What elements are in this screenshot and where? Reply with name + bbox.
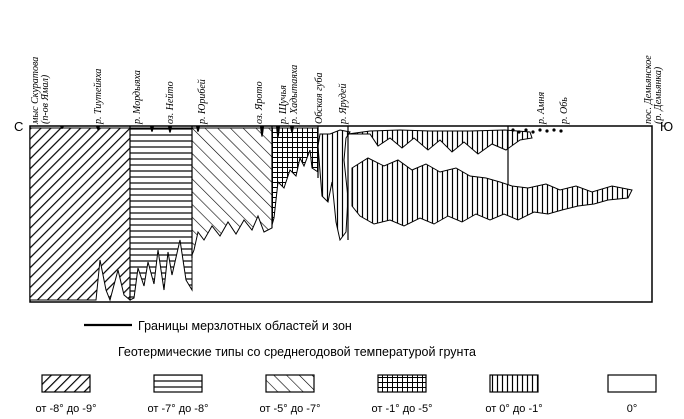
label-amnya: р. Амня <box>536 92 547 125</box>
zone-minus7-minus8 <box>129 127 193 301</box>
label-obskaya: Обская губа <box>314 72 325 124</box>
zone-zero-minus1-upper-lens <box>347 129 533 155</box>
legend-swatch <box>489 374 539 393</box>
zone-minus5-minus7 <box>191 127 273 256</box>
legend-label: от -8° до -9° <box>36 403 97 415</box>
legend-label: от -1° до -5° <box>372 403 433 415</box>
legend-boundary-label: Границы мерзлотных областей и зон <box>138 319 352 333</box>
legend-swatch <box>265 374 315 393</box>
legend-swatch <box>41 374 91 393</box>
label-yuribey: р. Юрибей <box>197 79 208 125</box>
zone-zero-minus1-lower-lens <box>351 157 633 227</box>
label-khadytayakha: р. Хадытаяха <box>289 65 300 125</box>
label-neyto: оз. Нейто <box>165 81 176 124</box>
legend-label: 0° <box>627 403 638 415</box>
zone-minus8-minus9 <box>29 127 131 302</box>
legend-item: от -1° до -5° <box>372 374 433 415</box>
legend-swatch <box>153 374 203 393</box>
legend-item: от -8° до -9° <box>36 374 97 415</box>
zone-boundary-lines <box>129 126 509 300</box>
legend-title: Геотермические типы со среднегодовой тем… <box>118 345 476 359</box>
label-yaroto: оз. Ярото <box>254 81 265 124</box>
label-yarudey: р. Ярудей <box>338 84 349 125</box>
surface-marks <box>60 126 563 138</box>
legend-item: от 0° до -1° <box>485 374 543 415</box>
label-shchuchya: р. Щучья <box>278 85 289 125</box>
legend-item: от -7° до -8° <box>148 374 209 415</box>
label-mordyakha: р. Мордыяха <box>132 70 143 125</box>
label-yamal: (п-ов Ямал) <box>40 74 51 124</box>
legend-item: 0° <box>607 374 657 415</box>
label-demyanskoe: пос. Демьянское <box>643 55 654 124</box>
place-labels: мыс Скуратова (п-ов Ямал) р. Тиутейяха р… <box>30 55 664 125</box>
legend-label: от 0° до -1° <box>485 403 542 415</box>
legend: Границы мерзлотных областей и зон Геотер… <box>36 319 657 415</box>
north-marker: С <box>14 119 23 134</box>
label-ob: р. Обь <box>559 97 570 125</box>
legend-label: от -7° до -8° <box>148 403 209 415</box>
zone-minus1-minus5 <box>271 127 319 226</box>
label-demyanka: (р. Демьянка) <box>653 66 664 124</box>
label-skuratov: мыс Скуратова <box>30 57 41 125</box>
legend-item: от -5° до -7° <box>260 374 321 415</box>
south-marker: Ю <box>660 119 673 134</box>
legend-label: от -5° до -7° <box>260 403 321 415</box>
zone-zero-minus1-north <box>317 129 351 242</box>
legend-swatch <box>607 374 657 393</box>
label-tiuteyakha: р. Тиутейяха <box>93 69 104 125</box>
zone-zero <box>560 128 650 134</box>
legend-swatch <box>377 374 427 393</box>
